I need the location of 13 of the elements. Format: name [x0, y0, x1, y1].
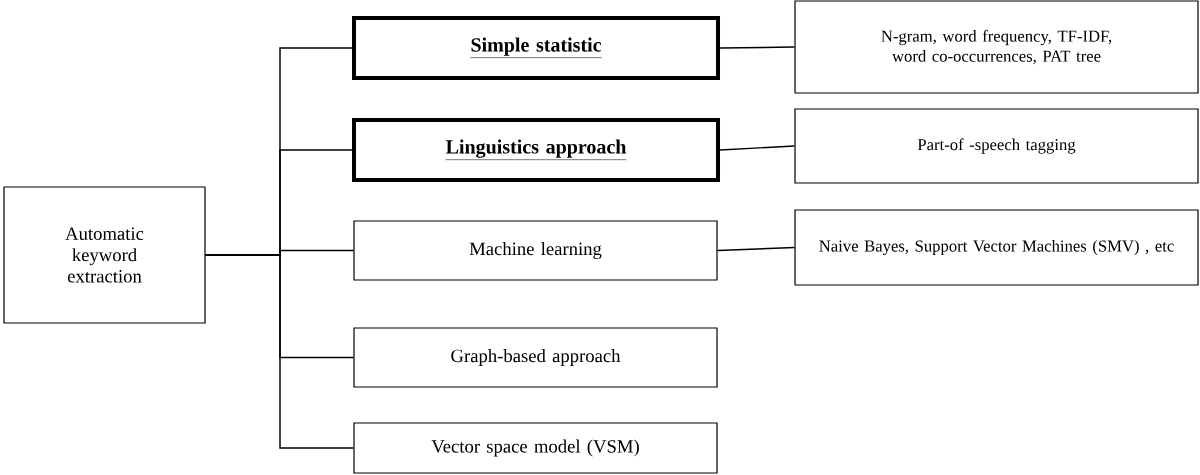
method-box: Naive Bayes, Support Vector Machines (SMV) , etc	[794, 209, 1199, 286]
category-box: Machine learning	[353, 220, 718, 281]
method-box: N-gram, word frequency, TF-IDF, word co-occurrences, PAT tree	[794, 0, 1199, 94]
connector-line	[716, 246, 796, 252]
category-box: Linguistics approach	[352, 118, 720, 182]
category-box: Graph-based approach	[353, 327, 718, 388]
connector-line	[204, 254, 355, 449]
method-box: Part-of -speech tagging	[794, 108, 1199, 184]
connector-line	[719, 145, 796, 151]
connector-line	[719, 46, 796, 49]
category-box: Vector space model (VSM)	[353, 422, 718, 474]
root-box: Automatic keyword extraction	[3, 186, 206, 324]
category-box: Simple statistic	[352, 16, 720, 80]
